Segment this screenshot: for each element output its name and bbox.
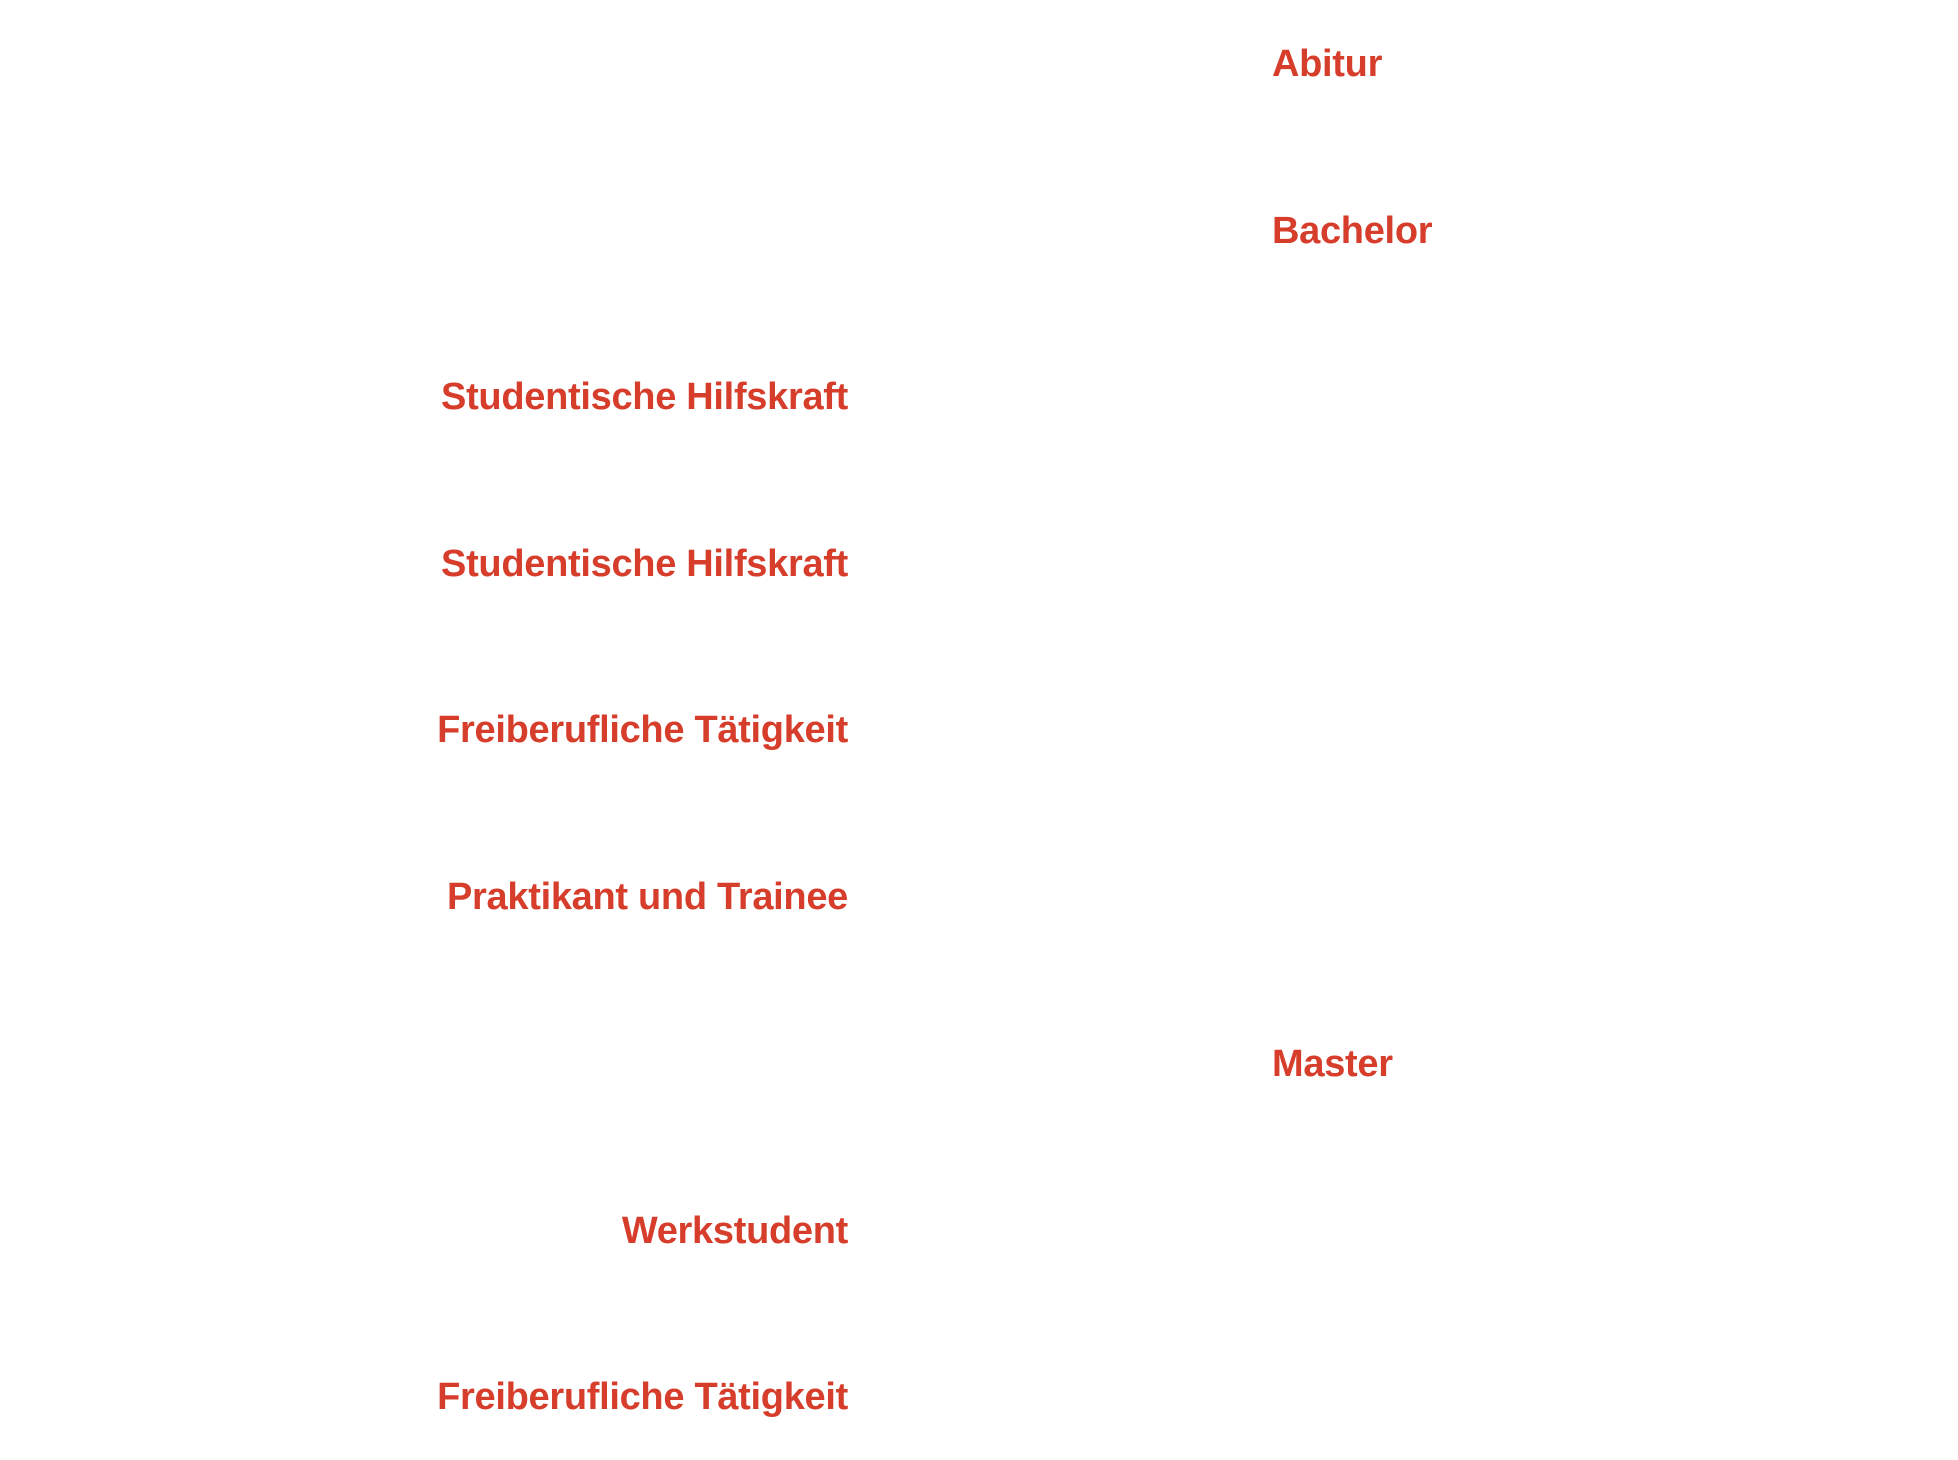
education-entry-bachelor: Bachelor (1272, 210, 1433, 252)
experience-entry-freiberuflich-2: Freiberufliche Tätigkeit (437, 1376, 848, 1418)
experience-entry-freiberuflich-1: Freiberufliche Tätigkeit (437, 709, 848, 751)
experience-entry-hilfskraft-1: Studentische Hilfskraft (441, 376, 848, 418)
experience-entry-praktikant: Praktikant und Trainee (447, 876, 848, 918)
education-entry-abitur: Abitur (1272, 43, 1383, 85)
experience-entry-hilfskraft-2: Studentische Hilfskraft (441, 543, 848, 585)
education-entry-master: Master (1272, 1043, 1393, 1085)
experience-entry-werkstudent: Werkstudent (621, 1210, 848, 1252)
